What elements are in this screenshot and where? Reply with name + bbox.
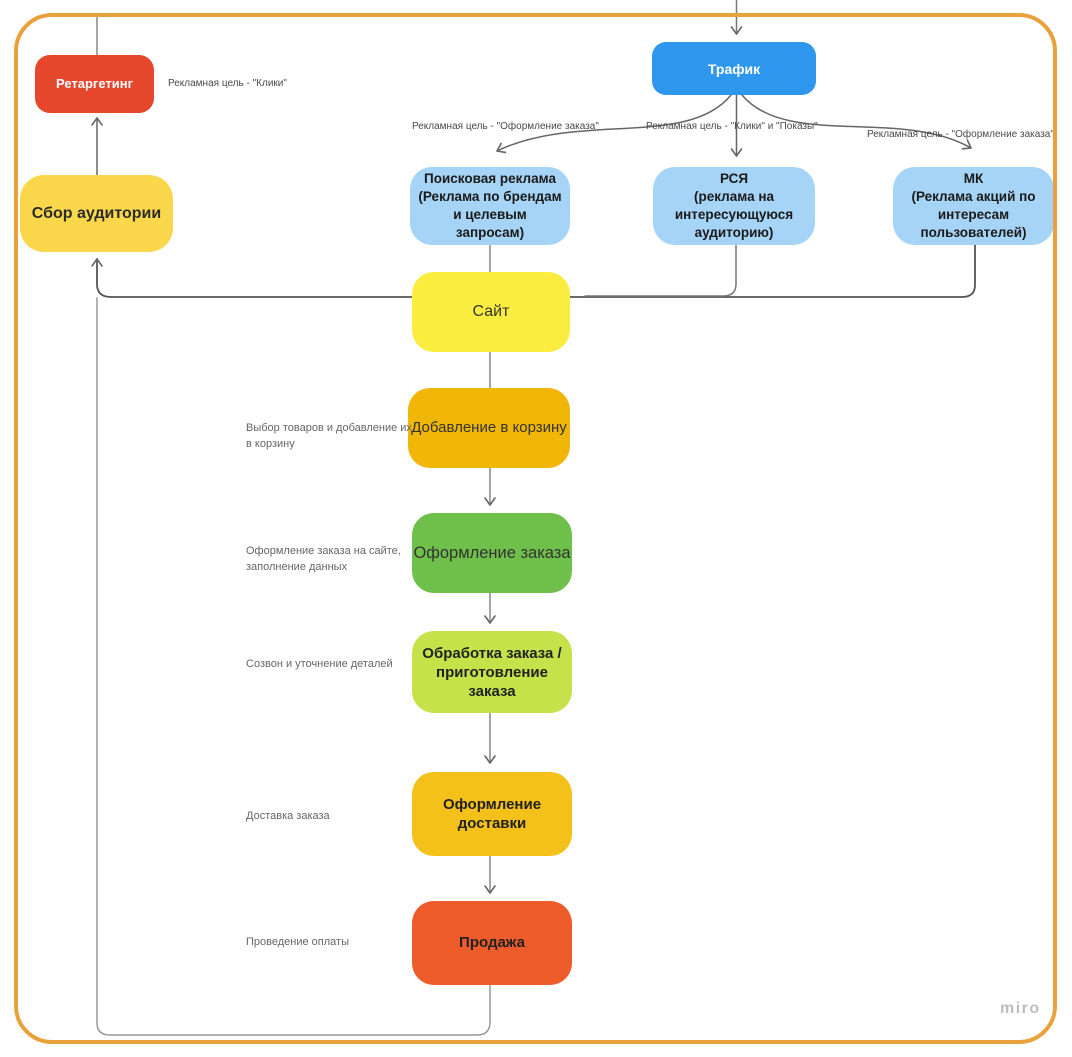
miro-watermark: miro <box>1000 1000 1041 1017</box>
node-sbor-auditorii[interactable]: Сбор аудитории <box>20 175 173 252</box>
node-obrabotka-zakaza[interactable]: Обработка заказа / приготовление заказа <box>412 631 572 713</box>
edge-label-poisk-goal[interactable]: Рекламная цель - "Оформление заказа" <box>412 121 599 132</box>
annotation-oformlenie-zakaza[interactable]: Оформление заказа на сайте, заполнение д… <box>246 545 401 573</box>
node-trafik[interactable]: Трафик <box>652 42 816 95</box>
edge-trafik-poisk <box>496 94 732 154</box>
annotation-dostavka[interactable]: Доставка заказа <box>246 810 330 822</box>
node-mk[interactable]: МК (Реклама акций по интересам пользоват… <box>893 167 1054 245</box>
edge-trafik-mk <box>741 94 972 150</box>
edge-label-retargeting-goal[interactable]: Рекламная цель - "Клики" <box>168 78 287 89</box>
node-rsya[interactable]: РСЯ (реклама на интересующуюся аудиторию… <box>653 167 815 245</box>
node-dobavlenie-v-korzinu[interactable]: Добавление в корзину <box>408 388 570 468</box>
edge-rsya-feedback-join <box>584 244 737 297</box>
annotation-prodazha[interactable]: Проведение оплаты <box>246 936 349 948</box>
node-prodazha[interactable]: Продажа <box>412 901 572 985</box>
node-retargeting[interactable]: Ретаргетинг <box>35 55 154 113</box>
edge-label-rsya-goal[interactable]: Рекламная цель - "Клики" и "Показы" <box>646 121 818 132</box>
annotation-obrabotka[interactable]: Созвон и уточнение деталей <box>246 658 393 670</box>
node-oformlenie-dostavki[interactable]: Оформление доставки <box>412 772 572 856</box>
edge-label-mk-goal[interactable]: Рекламная цель - "Оформление заказа" <box>867 129 1054 140</box>
node-poiskovaya-reklama[interactable]: Поисковая реклама (Реклама по брендам и … <box>410 167 570 245</box>
node-sait[interactable]: Сайт <box>412 272 570 352</box>
node-oformlenie-zakaza[interactable]: Оформление заказа <box>412 513 572 593</box>
edge-prodazha-bottom-loop <box>96 297 491 1036</box>
annotation-dobavlenie[interactable]: Выбор товаров и добавление их в корзину <box>246 422 412 450</box>
